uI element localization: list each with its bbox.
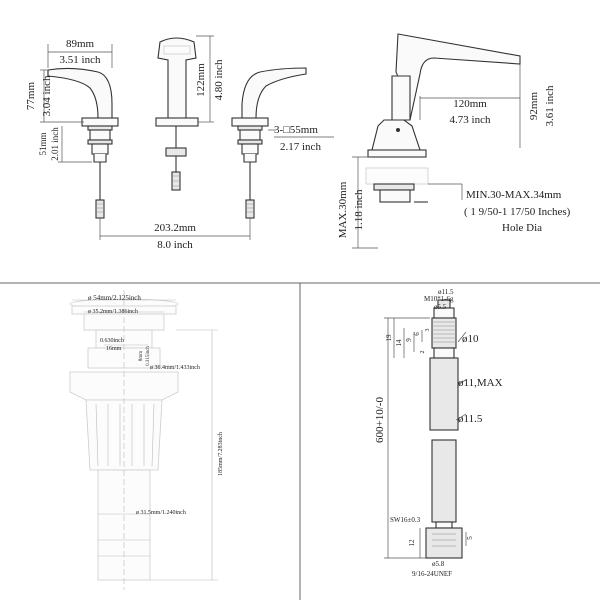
hole-dia-label: Hole Dia: [502, 222, 542, 234]
top-panel: 89mm 3.51 inch 77mm 3.04 inch 51mm 2.01 …: [25, 33, 571, 251]
body-dia: ø 36.4mm/1.433inch: [150, 365, 200, 371]
spout-side: [365, 33, 521, 203]
spread-in: 8.0 inch: [157, 239, 193, 251]
dim-5: 5: [466, 536, 474, 540]
flange-dia: ø 54mm/2.125inch: [88, 294, 141, 302]
dim-8mm: 8mm: [139, 351, 144, 361]
valve-height-in: 2.01 inch: [50, 127, 60, 161]
hose-body: [425, 299, 463, 559]
dim-3: 3: [425, 329, 431, 332]
dim-12: 12: [408, 539, 416, 547]
thread-spec: M10*1-6g: [424, 295, 454, 303]
spout-height-mm: 122mm: [195, 63, 207, 97]
tip-inner: ø5.5: [434, 303, 447, 311]
dia-115: ø11.5: [458, 413, 483, 425]
sw-spec: SW16±0.3: [390, 516, 421, 524]
dim-19: 19: [385, 334, 393, 342]
drain-length: 185mm/7.283inch: [218, 432, 224, 476]
spout-front: [155, 37, 199, 191]
spout-height-in: 4.80 inch: [213, 59, 225, 100]
spout-rise-mm: 92mm: [528, 92, 540, 121]
dim-9: 9: [405, 338, 413, 342]
dim-2: 2: [420, 351, 426, 354]
deck-max-mm: MAX.30mm: [337, 181, 349, 238]
valve-height-mm: 51mm: [38, 132, 48, 155]
dim-16mm: 16mm: [106, 346, 122, 352]
tip-dia: ø11.5: [438, 288, 454, 296]
reach-in: 4.73 inch: [450, 114, 491, 126]
handle-height-mm: 77mm: [25, 82, 37, 111]
handle-height-in: 3.04 inch: [41, 75, 53, 116]
spout-rise-in: 3.61 inch: [544, 85, 556, 126]
inner-dia: ø 35.2mm/1.386inch: [88, 309, 138, 315]
drain-panel: ø 54mm/2.125inch ø 35.2mm/1.386inch 0.63…: [69, 290, 224, 590]
hole-dia-in: 2.17 inch: [280, 141, 321, 153]
left-handle-valve: [47, 67, 119, 219]
handle-width-in: 3.51 inch: [60, 54, 101, 66]
hose-length: 600+10/-0: [374, 397, 386, 443]
dim-14: 14: [395, 339, 403, 347]
dia-11max: ø11,MAX: [458, 377, 503, 389]
deck-max-in: 1.18 inch: [353, 189, 365, 230]
deck-range-mm: MIN.30-MAX.34mm: [466, 189, 562, 201]
drain-body: [69, 290, 179, 590]
spread-mm: 203.2mm: [154, 222, 196, 234]
handle-width-mm: 89mm: [66, 38, 95, 50]
hose-panel: ø11.5 M10*1-6g ø5.5 19 14 9 6 3 2 ø10 ø1…: [374, 288, 503, 578]
dia-10: ø10: [462, 333, 479, 345]
dia-58: ø5.8: [432, 560, 445, 568]
hole-dia-mm: 3-□55mm: [274, 124, 318, 136]
reach-mm: 120mm: [453, 98, 487, 110]
tail-dia: ø 31.5mm/1.240inch: [136, 510, 186, 516]
right-handle-valve: [231, 67, 307, 219]
deck-range-in: ( 1 9/50-1 17/50 Inches): [464, 206, 571, 218]
end-thread: 9/16-24UNEF: [412, 570, 452, 578]
dim-0630: 0.630inch: [100, 338, 124, 344]
dim-6: 6: [413, 332, 421, 336]
dim-0315: 0.315inch: [146, 346, 151, 366]
